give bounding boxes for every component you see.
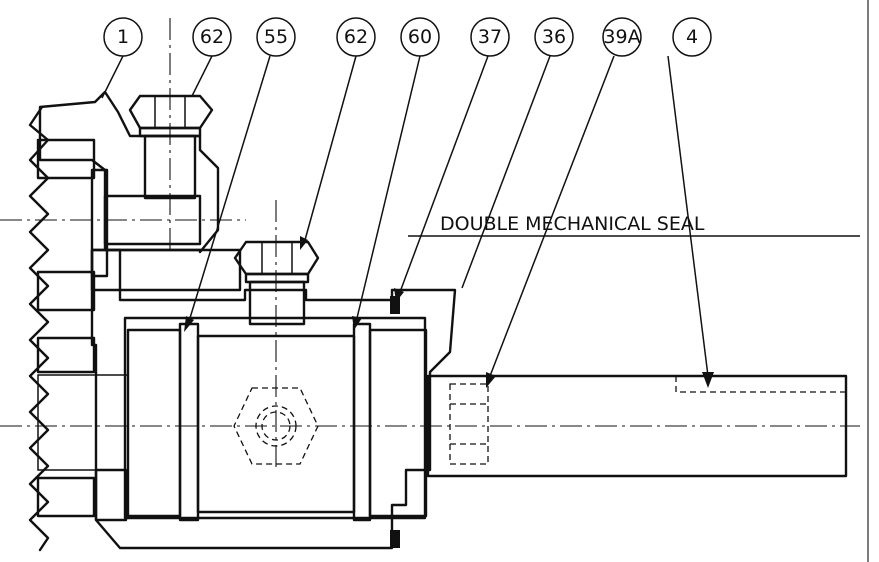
gasket-top [36,138,96,180]
seal-face-left [126,328,182,518]
o-ring-top [390,296,400,314]
gasket-mid2 [36,336,96,374]
callout-55: 55 [256,17,296,57]
svg-text:36: 36 [542,26,566,48]
o-ring-bottom [390,530,400,548]
callout-62-upper: 62 [192,17,232,57]
callout-60: 60 [400,17,440,57]
seal-label: DOUBLE MECHANICAL SEAL [440,213,705,235]
housing-side [90,248,242,292]
svg-text:37: 37 [478,26,502,48]
housing-upper [38,90,220,254]
lower-bore [94,468,128,522]
svg-text:55: 55 [264,26,288,48]
svg-text:1: 1 [117,26,129,48]
hidden-keyway [675,376,846,393]
svg-text:39A: 39A [603,26,640,48]
break-line [28,105,50,552]
svg-text:4: 4 [686,26,698,48]
hidden-collar [449,383,489,465]
gasket-low [36,476,96,518]
svg-text:62: 62 [200,26,224,48]
housing [38,90,457,550]
seal-chamber [123,316,427,520]
svg-text:60: 60 [408,26,432,48]
seal-face-right [368,328,428,518]
callout-36: 36 [534,17,574,57]
callout-39a: 39A [602,17,642,57]
callout-1: 1 [103,17,143,57]
svg-text:62: 62 [344,26,368,48]
pump-bore [37,374,129,471]
housing-main [90,248,457,550]
callout-37: 37 [470,17,510,57]
leader-lines [101,55,860,388]
bore-left [90,168,109,278]
plug-lower [233,240,320,326]
callout-4: 4 [672,17,712,57]
seal-internals [126,296,428,548]
gasket-mid1 [36,270,96,312]
seal-ring-right [352,322,372,522]
hidden-nut [233,387,319,465]
callout-62-lower: 62 [336,17,376,57]
seal-ring-left [178,322,200,522]
